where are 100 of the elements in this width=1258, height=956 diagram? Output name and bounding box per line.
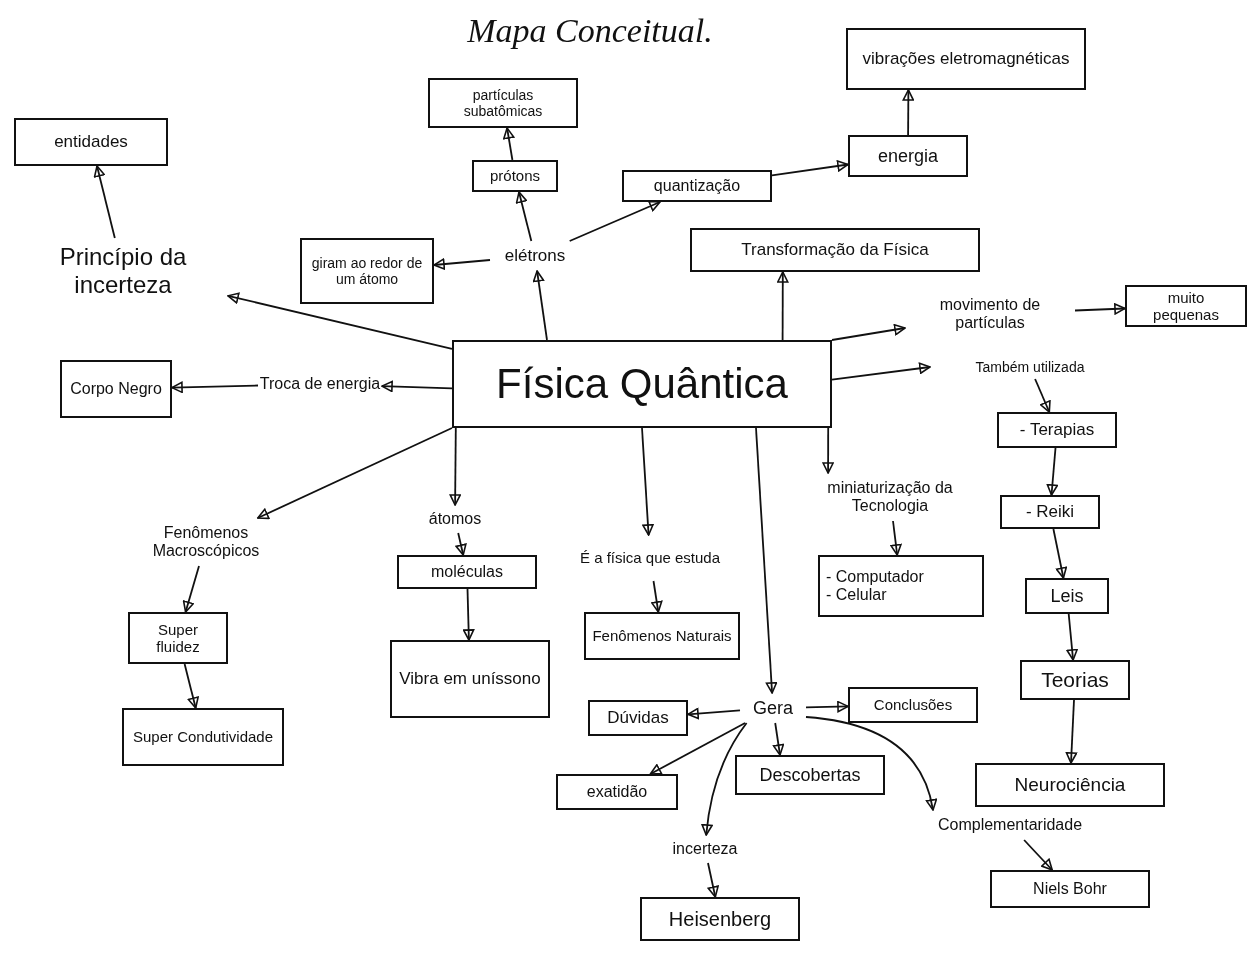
concept-box	[846, 28, 1086, 90]
concept-text: incerteza	[672, 839, 738, 859]
concept-box	[990, 870, 1150, 908]
concept-box	[128, 612, 228, 664]
arrow	[515, 191, 533, 242]
box-label: - Computador	[826, 567, 924, 586]
arrow	[772, 722, 785, 756]
concept-text: Gera	[753, 697, 793, 719]
concept-box	[818, 555, 984, 617]
concept-box	[397, 555, 537, 589]
concept-box	[122, 708, 284, 766]
box-label: - Reiki	[1025, 502, 1075, 522]
concept-box	[300, 238, 434, 304]
concept-text: átomos	[428, 509, 482, 529]
box-label: entidades	[54, 132, 128, 152]
box-label: Corpo Negro	[70, 379, 162, 399]
arrow	[532, 270, 548, 341]
arrow	[1023, 839, 1054, 871]
box-label: Transformação da Física	[741, 240, 929, 260]
arrow	[902, 89, 915, 136]
concept-box	[997, 412, 1117, 448]
arrow	[707, 862, 719, 898]
concept-text: Também utilizada	[975, 358, 1085, 376]
box-label: Leis	[1050, 585, 1084, 607]
box-label: energia	[877, 145, 938, 167]
arrow	[649, 722, 746, 775]
box-label: prótons	[489, 167, 540, 185]
concept-box	[584, 612, 740, 660]
arrow	[1052, 528, 1068, 579]
box-label: Fenômenos Naturais	[592, 627, 732, 645]
concept-box	[1025, 578, 1109, 614]
arrow	[568, 200, 661, 242]
box-label: Neurociência	[1014, 774, 1126, 796]
concept-text: Princípio da incerteza	[58, 243, 188, 299]
arrow	[822, 427, 834, 474]
arrow	[701, 722, 748, 836]
arrow	[433, 258, 491, 270]
arrow	[462, 588, 475, 641]
map-title: Mapa Conceitual.	[466, 12, 714, 50]
arrow	[831, 362, 931, 381]
arrow	[755, 427, 778, 694]
concept-box	[428, 78, 578, 128]
arrow	[641, 427, 654, 536]
box-label: partículas subatômicas	[462, 86, 544, 120]
concept-box	[848, 135, 968, 177]
concept-box	[588, 700, 688, 736]
arrow	[227, 292, 453, 350]
box-label: Super fluidez	[155, 620, 201, 656]
arrow	[381, 380, 453, 393]
arrow	[256, 427, 453, 520]
box-label: quantização	[653, 176, 741, 196]
concept-box	[640, 897, 800, 941]
box-label: Descobertas	[759, 764, 861, 786]
concept-text: elétrons	[504, 246, 566, 266]
arrow	[1065, 699, 1078, 764]
concept-text: Fenômenos Macroscópicos	[151, 523, 261, 561]
box-label: - Terapias	[1019, 420, 1095, 440]
box-label: muito pequenas	[1152, 288, 1220, 324]
concept-box	[1020, 660, 1130, 700]
box-label: Vibra em uníssono	[399, 669, 541, 689]
concept-box	[472, 160, 558, 192]
arrow	[831, 323, 906, 341]
concept-box	[14, 118, 168, 166]
box-label: Dúvidas	[607, 708, 669, 728]
box-label: moléculas	[431, 562, 503, 582]
box-label: Niels Bohr	[1033, 879, 1107, 899]
arrow	[776, 271, 789, 341]
concept-text: Troca de energia	[259, 374, 381, 394]
concept-box	[452, 340, 832, 428]
arrow	[890, 520, 902, 556]
arrow	[449, 427, 461, 506]
concept-box	[690, 228, 980, 272]
concept-box	[735, 755, 885, 795]
arrow	[651, 580, 663, 613]
box-label: Conclusões	[873, 696, 953, 714]
arrow	[805, 700, 849, 713]
concept-box	[390, 640, 550, 718]
arrow	[1074, 303, 1126, 315]
arrow	[455, 532, 467, 556]
box-label: Super Condutividade	[132, 728, 274, 746]
concept-text: movimento de partículas	[938, 295, 1042, 333]
arrow	[771, 160, 849, 177]
arrow	[687, 707, 741, 720]
arrow	[93, 165, 116, 239]
concept-text: É a física que estuda	[579, 549, 721, 567]
concept-box	[622, 170, 772, 202]
box-label: Teorias	[1041, 667, 1109, 693]
concept-box	[848, 687, 978, 723]
arrow	[805, 716, 937, 811]
box-label: Heisenberg	[668, 907, 772, 931]
concept-box	[1125, 285, 1247, 327]
box-label: Física Quântica	[496, 359, 788, 409]
arrow	[503, 127, 515, 161]
arrow	[182, 565, 200, 613]
arrow	[171, 381, 259, 394]
arrow	[183, 663, 199, 709]
concept-box	[1000, 495, 1100, 529]
concept-box	[60, 360, 172, 418]
arrow	[1046, 447, 1059, 496]
concept-box	[556, 774, 678, 810]
